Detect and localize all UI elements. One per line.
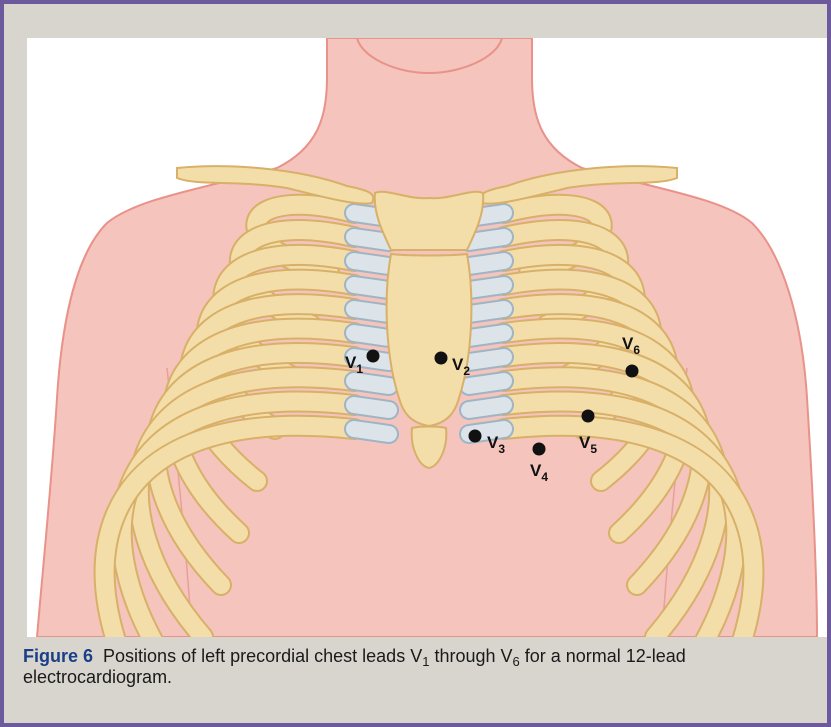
costal-cartilage [354, 285, 389, 290]
electrode-v1 [367, 350, 380, 363]
costal-cartilage [469, 237, 504, 242]
costal-cartilage [354, 333, 389, 338]
electrode-v2 [435, 352, 448, 365]
electrode-v4 [533, 443, 546, 456]
costal-cartilage [469, 309, 504, 314]
costal-cartilage [469, 357, 504, 362]
costal-cartilage [354, 429, 389, 434]
costal-cartilage [354, 405, 389, 410]
electrode-v6 [626, 365, 639, 378]
caption-sub-last: 6 [513, 654, 520, 669]
costal-cartilage [469, 333, 504, 338]
costal-cartilage [354, 237, 389, 242]
costal-cartilage [469, 261, 504, 266]
figure-frame: V1 V2 V3 V4 V5 V6 Figure 6 Positions of … [4, 4, 827, 723]
caption-text-middle: through V [429, 646, 512, 666]
costal-cartilage [354, 261, 389, 266]
costal-cartilage [469, 405, 504, 410]
chest-diagram-svg: V1 V2 V3 V4 V5 V6 [27, 38, 827, 637]
figure-label: Figure 6 [23, 646, 93, 666]
costal-cartilage [469, 285, 504, 290]
costal-cartilage [469, 381, 504, 386]
electrode-v3 [469, 430, 482, 443]
figure-caption: Figure 6 Positions of left precordial ch… [23, 646, 823, 688]
costal-cartilage [354, 381, 389, 386]
costal-cartilage [354, 309, 389, 314]
chest-illustration: V1 V2 V3 V4 V5 V6 [27, 38, 827, 637]
electrode-v5 [582, 410, 595, 423]
caption-text-before: Positions of left precordial chest leads… [103, 646, 422, 666]
